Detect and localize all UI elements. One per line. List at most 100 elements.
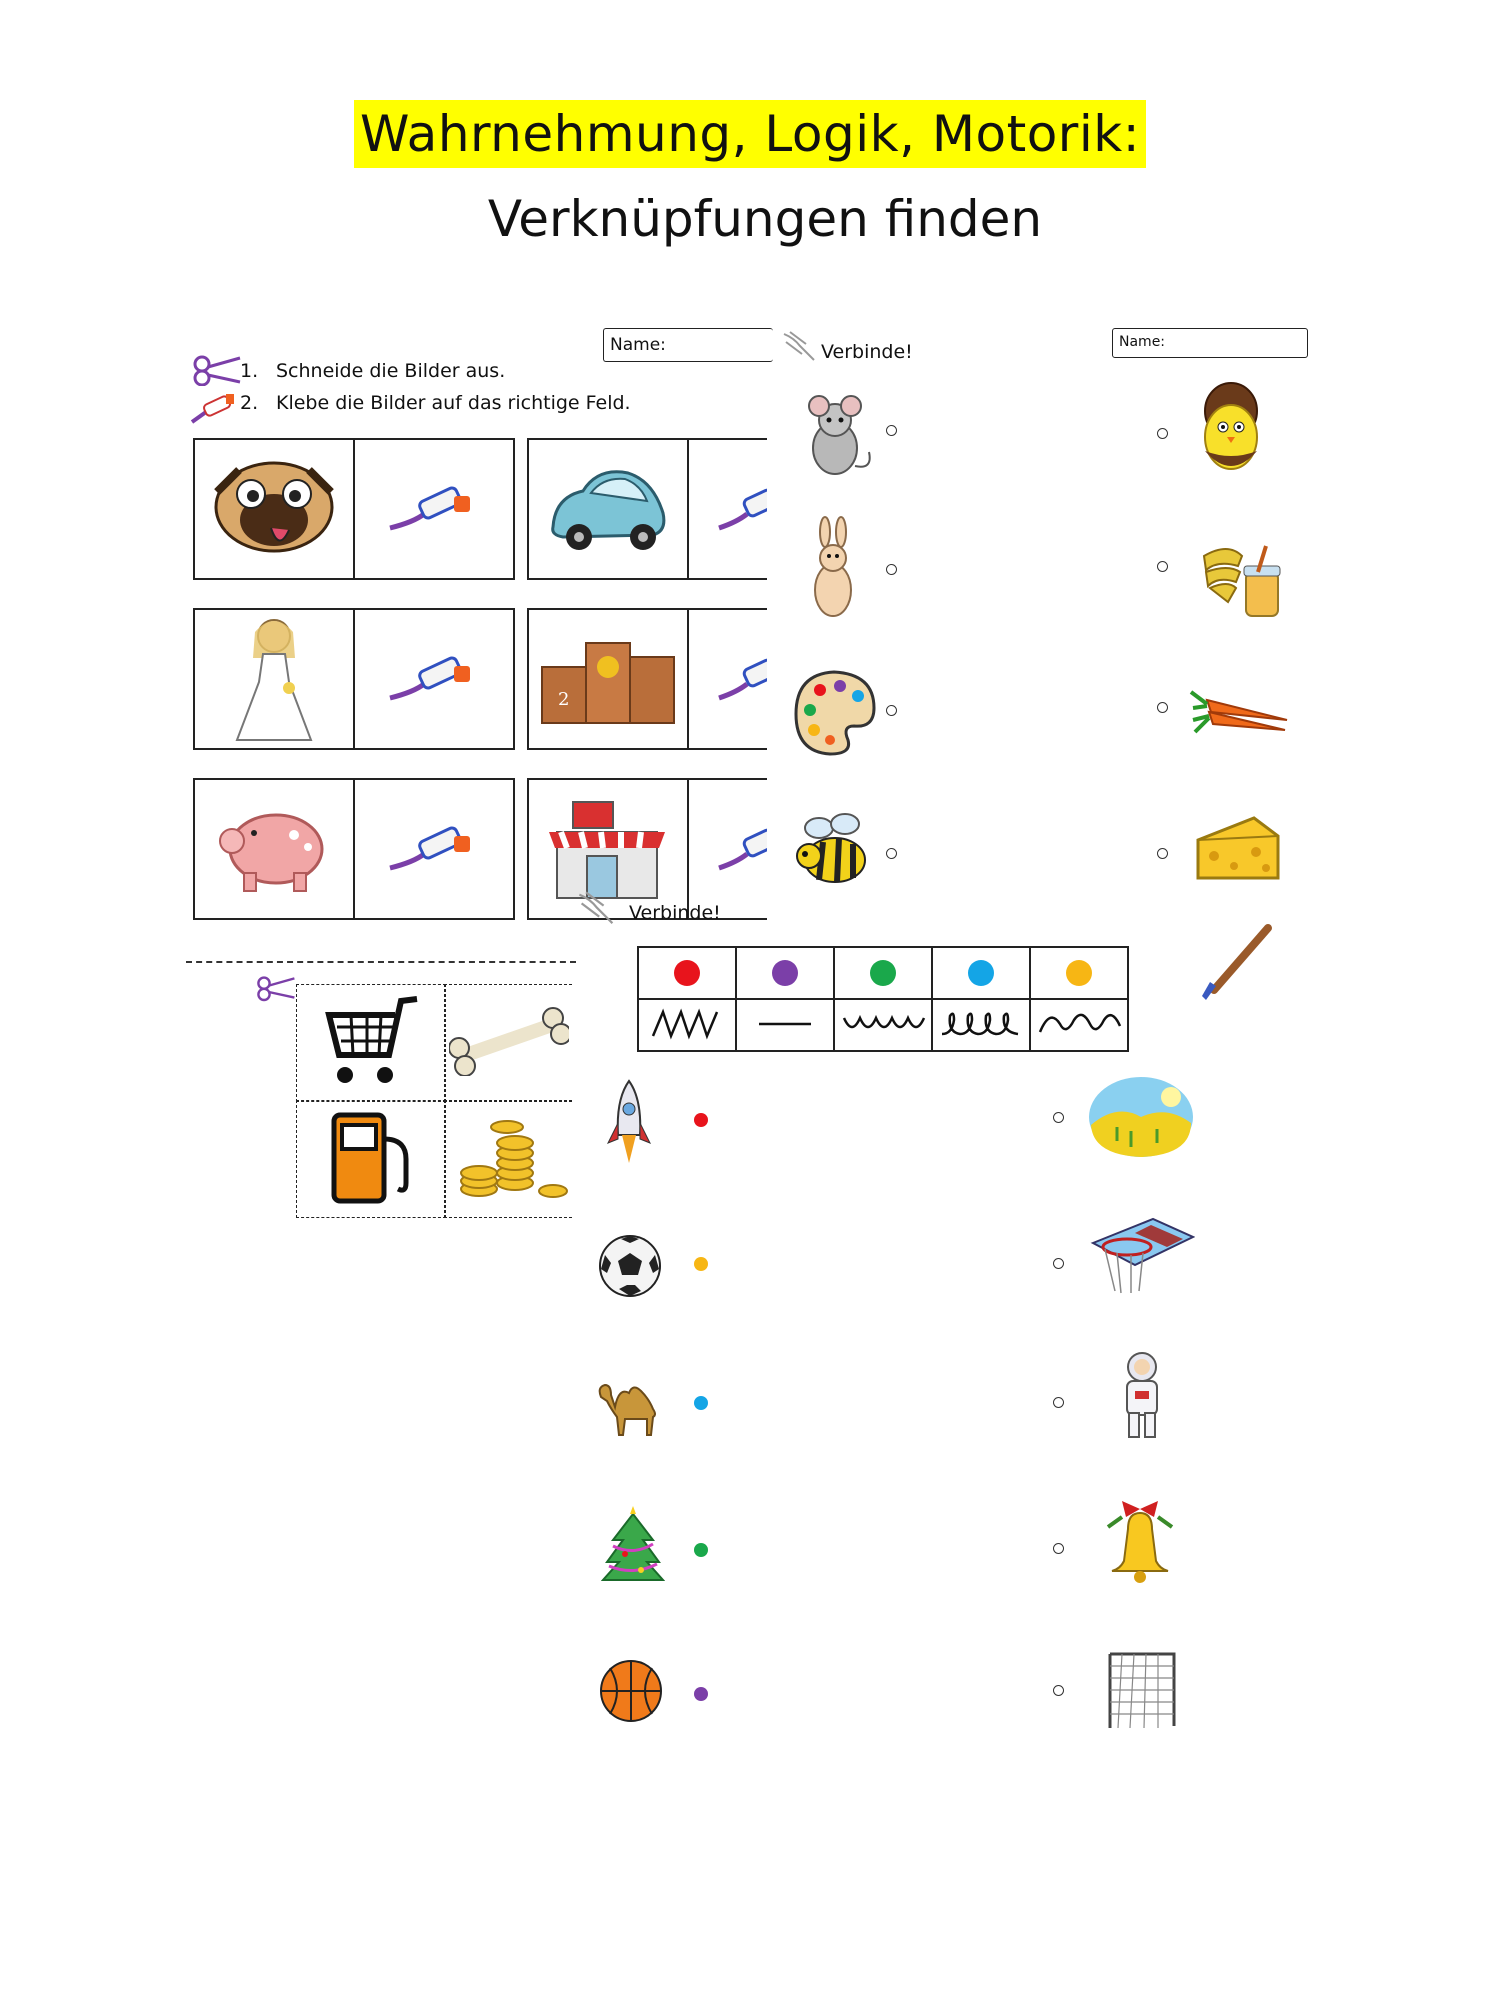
name-field-1[interactable]: Name: [603,328,773,362]
purple-dot [772,960,798,986]
wave-u-line-icon [842,1014,926,1029]
connect-point-right[interactable] [1157,848,1168,859]
glue-tube-icon [717,812,767,886]
legend-color-cell [637,946,737,1000]
palette-icon [786,664,882,760]
connect-point-left[interactable] [886,564,897,575]
legend-line-cell [833,998,933,1052]
soccer-ball-icon [594,1230,666,1302]
match-heading: Verbinde! [821,341,913,363]
legend-color-cell [833,946,933,1000]
legend-color-cell [735,946,835,1000]
connect-point-right[interactable] [1053,1397,1064,1408]
step2-text: Klebe die Bilder auf das richtige Feld. [276,392,631,414]
page-title: Wahrnehmung, Logik, Motorik: [353,100,1147,168]
step1-number: 1. [240,360,259,382]
connect-point-right[interactable] [1053,1543,1064,1554]
cutout-piece[interactable] [296,984,446,1102]
scissors-icon [256,972,304,1004]
glue-cell [687,778,767,920]
chick-icon [1196,378,1266,484]
connect-point-right[interactable] [1157,561,1168,572]
name-label: Name: [610,335,666,355]
cheese-icon [1192,810,1284,886]
basketball-icon [596,1656,666,1726]
connect-point-right[interactable] [1053,1112,1064,1123]
connect-point-right[interactable] [1157,702,1168,713]
step2-number: 2. [240,392,259,414]
loops-line-icon [941,1012,1019,1036]
glue-tube-icon [717,642,767,716]
color-dot-green[interactable] [694,1543,708,1557]
cutout-piece[interactable] [444,984,572,1102]
rabbit-icon [798,514,868,624]
bee-icon [786,808,878,892]
legend-color-cell [1029,946,1129,1000]
carrots-icon [1186,684,1290,740]
glue-cell [687,438,767,580]
hand-icon [780,328,820,368]
honey-icon [1196,540,1286,624]
color-dot-yellow[interactable] [694,1257,708,1271]
legend-line-row [637,998,1129,1052]
picture-cell [527,778,689,920]
glue-cell [687,608,767,750]
straight-line-icon [759,1022,811,1026]
glue-tube-icon [717,472,767,546]
connect-point-right[interactable] [1053,1258,1064,1269]
legend-line-cell [1029,998,1129,1052]
camel-icon [594,1368,666,1440]
legend-line-cell [637,998,737,1052]
blue-dot [968,960,994,986]
title-line1-wrap: Wahrnehmung, Logik, Motorik: [0,100,1500,168]
connect-point-right[interactable] [1157,428,1168,439]
match-heading-2: Verbinde! [629,902,721,924]
coins-icon [449,1109,569,1209]
legend-color-cell [931,946,1031,1000]
basketball-hoop-icon [1086,1212,1196,1298]
picture-cell [193,438,355,580]
color-dot-purple[interactable] [694,1687,708,1701]
cutout-piece[interactable] [444,1100,572,1218]
connect-point-right[interactable] [1053,1685,1064,1696]
astronaut-icon [1114,1350,1170,1442]
color-dot-red[interactable] [694,1113,708,1127]
connect-point-left[interactable] [886,848,897,859]
connect-point-left[interactable] [886,425,897,436]
yellow-dot [1066,960,1092,986]
picture-cell: 2 [527,608,689,750]
glue-tube-icon [384,472,484,546]
name-label: Name: [1119,334,1166,350]
podium-icon: 2 [538,627,678,731]
connect-point-left[interactable] [886,705,897,716]
red-dot [674,960,700,986]
brush-icon [1196,922,1276,1006]
green-dot [870,960,896,986]
bride-icon [229,612,319,746]
mouse-icon [790,392,880,480]
name-field-2[interactable]: Name: [1112,328,1308,358]
christmas-tree-icon [600,1506,666,1586]
cut-line [186,961,576,963]
zigzag-line-icon [651,1008,719,1040]
shopping-cart-icon [321,995,421,1091]
bell-icon [1100,1498,1180,1588]
cutout-piece[interactable] [296,1100,446,1218]
bone-icon [447,1006,572,1080]
rocket-icon [604,1078,654,1168]
picture-cell [193,608,355,750]
color-dot-blue[interactable] [694,1396,708,1410]
glue-tube-icon [384,812,484,886]
fuel-pump-icon [326,1109,416,1209]
svg-text:2: 2 [558,689,569,710]
shop-icon [543,792,673,906]
goal-icon [1100,1644,1184,1734]
picture-cell [193,778,355,920]
legend-color-row [637,946,1129,1000]
glue-cell [353,778,515,920]
piggy-bank-icon [214,797,334,901]
step1-text: Schneide die Bilder aus. [276,360,506,382]
glue-tube-icon [384,642,484,716]
color-line-legend [637,946,1129,1052]
glue-cell [353,608,515,750]
